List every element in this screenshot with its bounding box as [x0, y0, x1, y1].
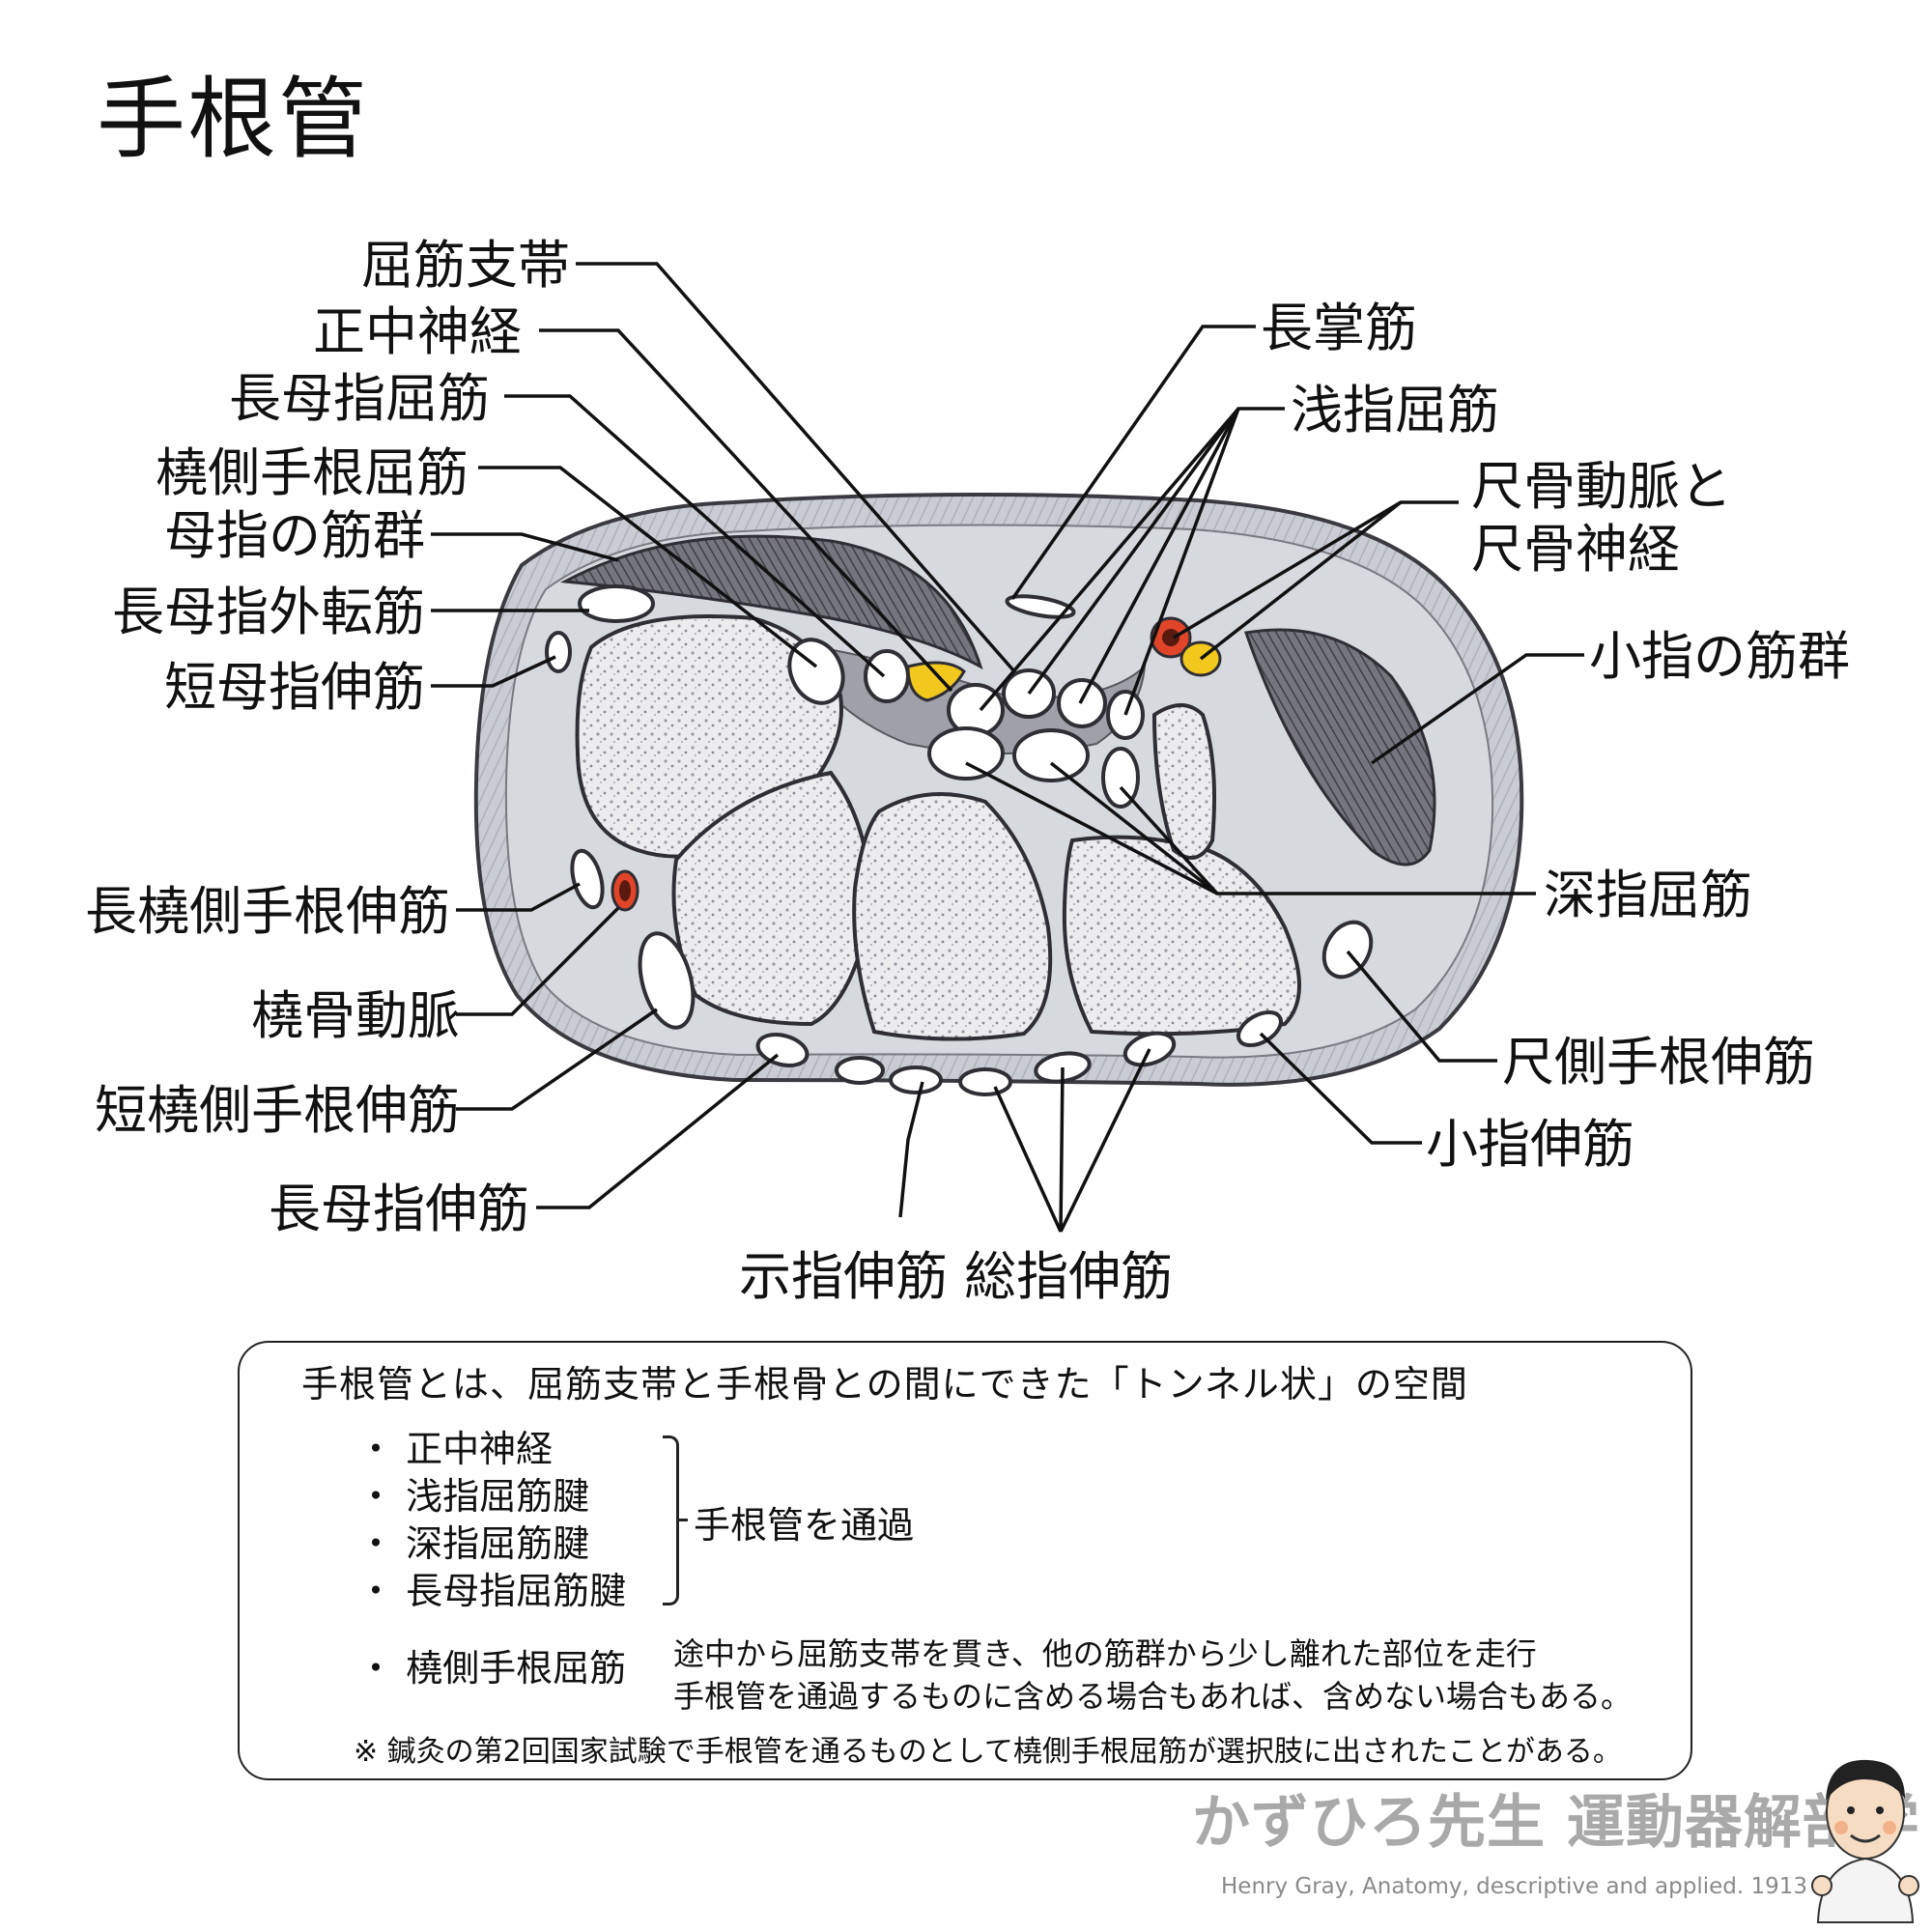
explanation-box [238, 1341, 1692, 1780]
list-item: ・ 深指屈筋腱 [357, 1522, 590, 1565]
label-ulnar-line2: 尺骨神経 [1471, 519, 1680, 580]
fcr-list-item: ・ 橈側手根屈筋 [357, 1647, 627, 1690]
label-thenar: 母指の筋群 [164, 505, 425, 566]
grouping-brace-tip [678, 1519, 688, 1521]
label-ei-ed: 示指伸筋 総指伸筋 [739, 1246, 1173, 1307]
label-epb: 短母指伸筋 [164, 657, 425, 718]
label-epl: 長母指伸筋 [269, 1179, 529, 1239]
source-credit: Henry Gray, Anatomy, descriptive and app… [1221, 1874, 1808, 1899]
label-fcr: 橈側手根屈筋 [156, 442, 469, 503]
passes-label: 手根管を通過 [694, 1504, 915, 1547]
label-ecrb: 短橈側手根伸筋 [95, 1080, 460, 1141]
list-item: ・ 正中神経 [357, 1428, 554, 1470]
flexor-tendons [545, 584, 1145, 809]
label-fdp: 深指屈筋 [1544, 865, 1752, 925]
author-avatar [1811, 1759, 1919, 1923]
label-median-nerve: 正中神経 [313, 301, 522, 362]
leader-lines-left [431, 262, 1016, 1209]
passing-structures-list: ・ 正中神経 ・ 浅指屈筋腱 ・ 深指屈筋腱 ・ 長母指屈筋腱 [357, 1426, 626, 1615]
hamulus-of-hamate [1151, 703, 1216, 860]
label-radial-artery: 橈骨動脈 [251, 985, 460, 1046]
carpal-bone-capitate [852, 792, 1053, 1041]
label-ecu: 尺側手根伸筋 [1502, 1032, 1815, 1093]
brand-name: かずひろ先生 運動器解剖学 [1192, 1789, 1920, 1857]
label-fpl: 長母指屈筋 [229, 368, 490, 429]
label-fds: 浅指屈筋 [1291, 380, 1499, 440]
label-hypothenar: 小指の筋群 [1589, 626, 1850, 687]
label-palmaris-longus: 長掌筋 [1261, 298, 1417, 358]
leader-lines-right [898, 325, 1584, 1233]
label-flexor-retinaculum: 屈筋支帯 [361, 235, 570, 296]
fcr-note-line2: 手根管を通過するものに含める場合もあれば、含めない場合もある。 [673, 1678, 1633, 1715]
list-item: ・ 長母指屈筋腱 [357, 1570, 627, 1612]
list-item: ・ 浅指屈筋腱 [357, 1475, 590, 1518]
exam-note: ※ 鍼灸の第2回国家試験で手根管を通るものとして橈側手根屈筋が選択肢に出されたこ… [354, 1735, 1622, 1769]
label-ulnar-line1: 尺骨動脈と [1471, 456, 1732, 517]
label-ecrl: 長橈側手根伸筋 [85, 881, 450, 942]
page-title: 手根管 [97, 68, 370, 171]
fcr-note-line1: 途中から屈筋支帯を貫き、他の筋群から少し離れた部位を走行 [673, 1635, 1537, 1672]
label-edm: 小指伸筋 [1426, 1114, 1634, 1175]
hypothenar-muscles [1244, 628, 1436, 867]
label-apl: 長母指外転筋 [112, 582, 425, 642]
grouping-brace [663, 1435, 679, 1605]
fcr-note: 途中から屈筋支帯を貫き、他の筋群から少し離れた部位を走行 手根管を通過するものに… [673, 1633, 1632, 1718]
explanation-lead: 手根管とは、屈筋支帯と手根骨との間にできた「トンネル状」の空間 [301, 1363, 1468, 1406]
